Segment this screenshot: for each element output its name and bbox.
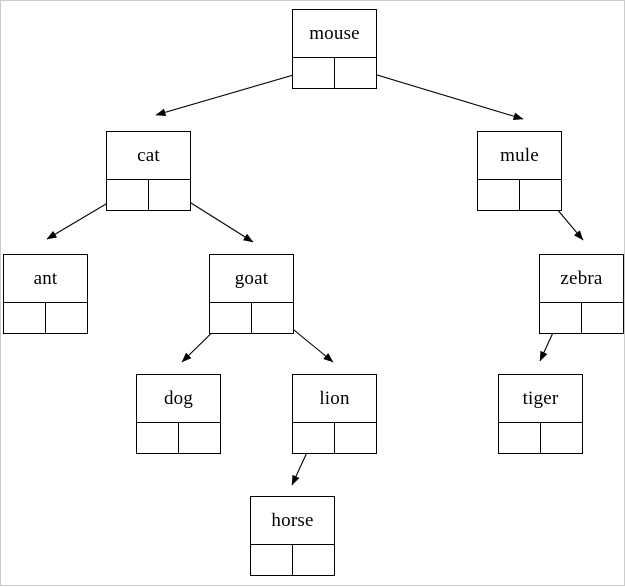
tree-node-goat[interactable]: goat <box>209 254 294 334</box>
tree-node-label: mouse <box>293 10 376 58</box>
tree-node-ant[interactable]: ant <box>3 254 88 334</box>
tree-node-pointer-cells <box>210 303 293 333</box>
right-pointer-cell[interactable] <box>179 423 221 453</box>
tree-node-pointer-cells <box>137 423 220 453</box>
left-pointer-cell[interactable] <box>137 423 179 453</box>
tree-node-pointer-cells <box>478 180 561 210</box>
left-pointer-cell[interactable] <box>478 180 520 210</box>
right-pointer-cell[interactable] <box>541 423 583 453</box>
right-pointer-cell[interactable] <box>149 180 191 210</box>
tree-node-label: zebra <box>540 255 623 303</box>
left-pointer-cell[interactable] <box>540 303 582 333</box>
tree-node-zebra[interactable]: zebra <box>539 254 624 334</box>
tree-node-label: cat <box>107 132 190 180</box>
tree-node-pointer-cells <box>293 423 376 453</box>
left-pointer-cell[interactable] <box>107 180 149 210</box>
left-pointer-cell[interactable] <box>4 303 46 333</box>
tree-node-label: dog <box>137 375 220 423</box>
left-pointer-cell[interactable] <box>251 545 293 575</box>
tree-node-pointer-cells <box>107 180 190 210</box>
tree-node-pointer-cells <box>499 423 582 453</box>
left-pointer-cell[interactable] <box>293 423 335 453</box>
left-pointer-cell[interactable] <box>210 303 252 333</box>
tree-node-mule[interactable]: mule <box>477 131 562 211</box>
tree-node-pointer-cells <box>251 545 334 575</box>
tree-node-pointer-cells <box>293 58 376 88</box>
right-pointer-cell[interactable] <box>252 303 294 333</box>
right-pointer-cell[interactable] <box>335 58 377 88</box>
right-pointer-cell[interactable] <box>335 423 377 453</box>
tree-node-pointer-cells <box>4 303 87 333</box>
tree-node-label: ant <box>4 255 87 303</box>
tree-node-dog[interactable]: dog <box>136 374 221 454</box>
left-pointer-cell[interactable] <box>499 423 541 453</box>
tree-node-label: lion <box>293 375 376 423</box>
tree-node-label: tiger <box>499 375 582 423</box>
tree-node-label: mule <box>478 132 561 180</box>
tree-node-horse[interactable]: horse <box>250 496 335 576</box>
tree-node-pointer-cells <box>540 303 623 333</box>
edge-mouse-to-mule <box>353 67 524 120</box>
left-pointer-cell[interactable] <box>293 58 335 88</box>
right-pointer-cell[interactable] <box>46 303 88 333</box>
tree-node-tiger[interactable]: tiger <box>498 374 583 454</box>
tree-node-label: goat <box>210 255 293 303</box>
right-pointer-cell[interactable] <box>293 545 335 575</box>
tree-node-lion[interactable]: lion <box>292 374 377 454</box>
right-pointer-cell[interactable] <box>582 303 624 333</box>
tree-node-cat[interactable]: cat <box>106 131 191 211</box>
edge-mouse-to-cat <box>155 68 315 117</box>
right-pointer-cell[interactable] <box>520 180 562 210</box>
tree-node-label: horse <box>251 497 334 545</box>
tree-node-mouse[interactable]: mouse <box>292 9 377 89</box>
